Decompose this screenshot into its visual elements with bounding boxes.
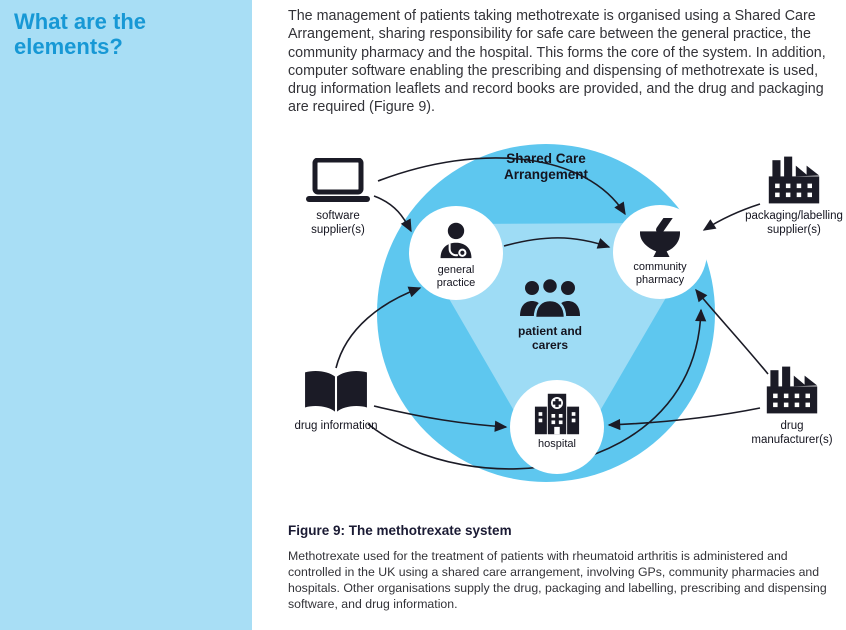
factory-icon bbox=[766, 366, 818, 414]
node-label-community-pharmacy: community pharmacy bbox=[633, 261, 687, 286]
node-community-pharmacy: community pharmacy bbox=[613, 205, 707, 299]
node-label-general-practice: general practice bbox=[436, 264, 476, 289]
external-label-software: software supplier(s) bbox=[311, 210, 365, 236]
external-packaging-supplier: packaging/labelling supplier(s) bbox=[744, 156, 844, 238]
diagram-title: Shared Care Arrangement bbox=[503, 151, 589, 183]
external-software-supplier: software supplier(s) bbox=[296, 158, 380, 238]
node-label-hospital: hospital bbox=[538, 438, 576, 450]
node-hospital: hospital bbox=[510, 380, 604, 474]
hospital-building-icon bbox=[534, 393, 580, 435]
laptop-icon bbox=[306, 158, 370, 202]
node-label-patient-and-carers: patient and carers bbox=[517, 324, 582, 353]
doctor-icon bbox=[440, 222, 472, 259]
external-drug-manufacturer: drug manufacturer(s) bbox=[740, 366, 844, 448]
intro-paragraph: The management of patients taking methot… bbox=[288, 8, 826, 116]
open-book-icon bbox=[305, 370, 367, 412]
node-patient-and-carers: patient and carers bbox=[498, 276, 602, 353]
sidebar: What are the elements? bbox=[0, 0, 252, 630]
figure-title: Figure 9: The methotrexate system bbox=[288, 523, 512, 538]
people-group-icon bbox=[520, 276, 580, 318]
external-label-packaging: packaging/labelling supplier(s) bbox=[745, 210, 843, 236]
external-drug-information: drug information bbox=[292, 370, 380, 434]
figure-caption: Methotrexate used for the treatment of p… bbox=[288, 549, 827, 611]
node-general-practice: general practice bbox=[409, 206, 503, 300]
external-label-drug-manufacturer: drug manufacturer(s) bbox=[751, 420, 833, 446]
external-label-drug-information: drug information bbox=[294, 420, 378, 432]
mortar-pestle-icon bbox=[640, 218, 680, 258]
factory-icon bbox=[768, 156, 820, 204]
page-title: What are the elements? bbox=[14, 9, 147, 59]
